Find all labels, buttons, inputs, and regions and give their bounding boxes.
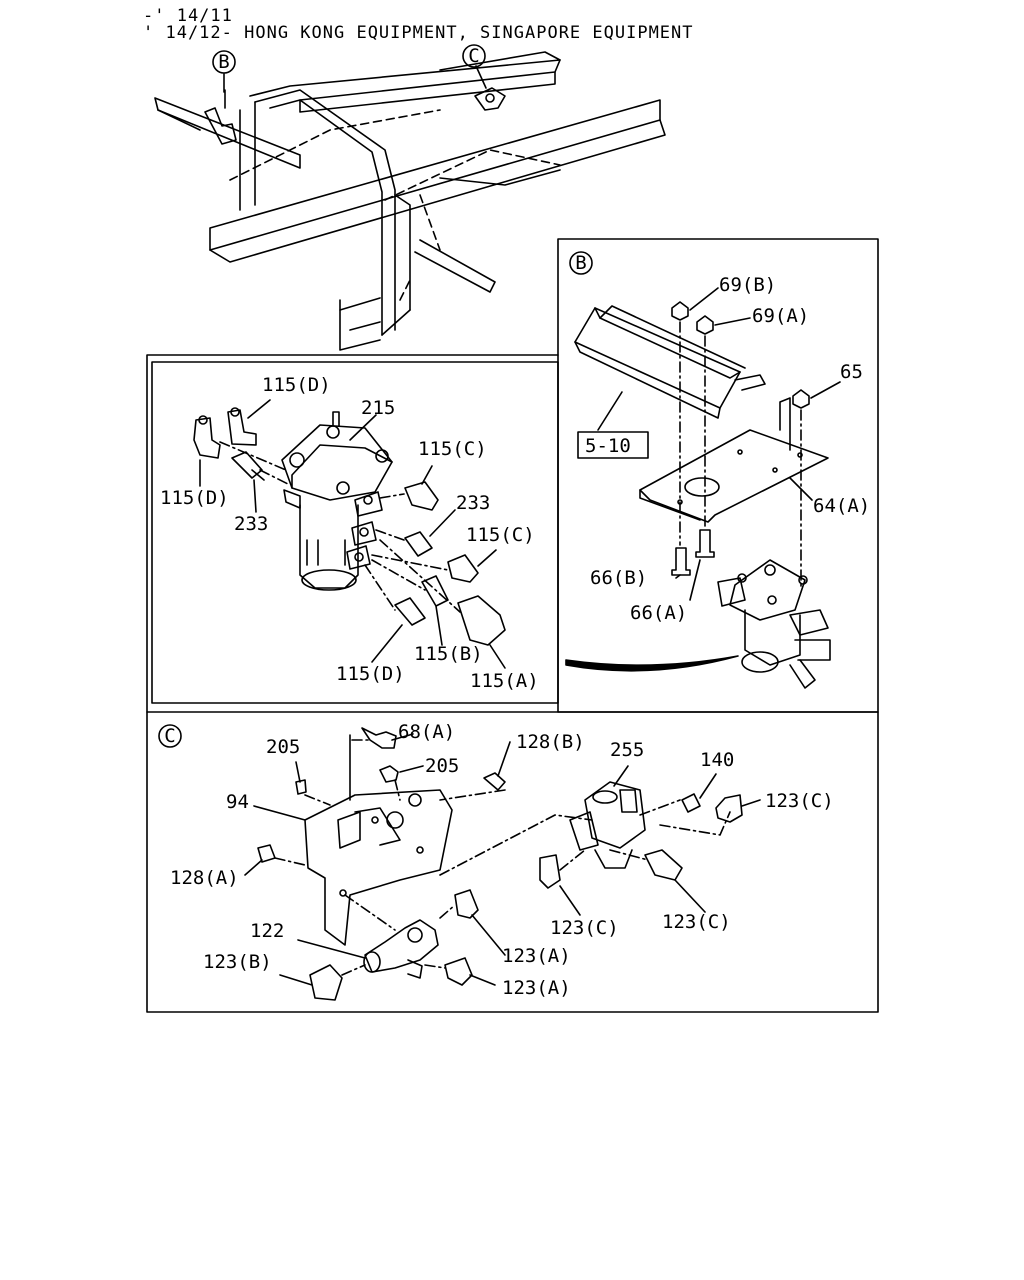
callout-b-overview [212,50,236,74]
detail-a-inner-frame [151,361,559,704]
label-128b: 128(B) [516,731,585,753]
detail-c-frame [146,711,879,1013]
plug-115c-upper [404,481,439,511]
bolt-68a [361,727,397,749]
plug-115c-lower [447,554,479,583]
label-123a-lower: 123(A) [502,977,571,999]
label-115c-lower: 115(C) [466,524,535,546]
label-115d-top: 115(D) [262,374,331,396]
label-69a: 69(A) [752,305,809,327]
label-64a: 64(A) [813,495,870,517]
label-123c-bottom-right: 123(C) [662,911,731,933]
label-205-left: 205 [266,736,300,758]
label-68a: 68(A) [398,721,455,743]
label-115d-left: 115(D) [160,487,229,509]
detail-c-valve-bracket [244,727,761,1001]
label-233-right: 233 [456,492,490,514]
callout-b-overview-letter: B [218,51,229,73]
detail-a-outer-frame [146,354,559,713]
bolt-66b [671,547,691,576]
label-255: 255 [610,739,644,761]
nut-69b [671,301,689,321]
bolt-66a [695,529,715,558]
bolt-128a [257,844,276,863]
callout-c-panel-letter: C [164,725,175,747]
detail-a-relay-valve-exploded [193,399,506,669]
detail-b-drawing [565,287,841,689]
callout-b-panel-letter: B [575,252,586,274]
valve-122 [364,919,439,973]
nut-65 [792,389,810,409]
callout-c-overview [462,44,486,68]
fitting-233-right [404,531,433,557]
chassis-frame-overview [154,51,666,351]
label-123b: 123(B) [203,951,272,973]
nut-205-right [379,765,399,783]
label-205-right: 205 [425,755,459,777]
label-215: 215 [361,397,395,419]
callout-c-overview-letter: C [468,45,479,67]
label-115c-upper: 115(C) [418,438,487,460]
label-123c-right: 123(C) [765,790,834,812]
label-233-left: 233 [234,513,268,535]
label-122: 122 [250,920,284,942]
label-115b: 115(B) [414,643,483,665]
solenoid-valve-255 [584,781,646,849]
cover-115a [457,595,506,646]
ref-box-5-10 [577,431,649,459]
nut-69a [696,315,714,335]
callout-b-panel [569,251,593,275]
label-5-10: 5-10 [585,435,631,457]
label-115a: 115(A) [470,670,539,692]
label-69b: 69(B) [719,274,776,296]
label-140: 140 [700,749,734,771]
label-94: 94 [226,791,249,813]
label-66a: 66(A) [630,602,687,624]
callout-c-panel [158,724,182,748]
fitting-115b [421,575,449,607]
label-65: 65 [840,361,863,383]
bolt-128b [483,772,506,791]
plug-115d-lower [394,597,426,626]
nut-205-left [295,779,307,795]
label-123c-bottom-left: 123(C) [550,917,619,939]
label-66b: 66(B) [590,567,647,589]
label-115d-bottom: 115(D) [336,663,405,685]
header-equipment-title: ' 14/12- HONG KONG EQUIPMENT, SINGAPORE … [143,23,694,43]
label-128a: 128(A) [170,867,239,889]
label-123a-upper: 123(A) [502,945,571,967]
header-date-range: -' 14/11 [143,6,233,26]
